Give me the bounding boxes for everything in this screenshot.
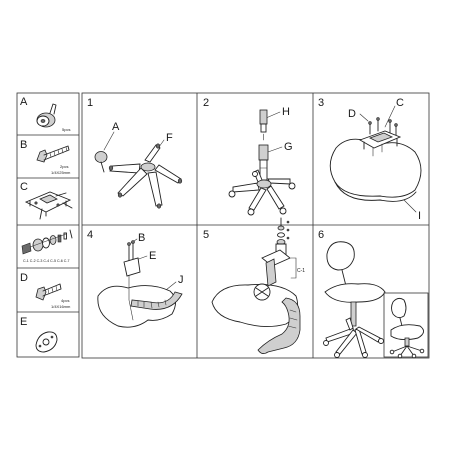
part-d-quantity: 4pcs — [61, 298, 69, 303]
part-a-quantity: 5pcs — [62, 127, 70, 132]
step-4-callout-j: J — [178, 274, 184, 286]
step-5-number: 5 — [203, 229, 209, 241]
steps-grid-frame — [81, 92, 430, 359]
step-5-panel: 5 C-1 — [203, 217, 305, 354]
part-b-quantity: 2pcs — [60, 164, 68, 169]
step-6-panel: 6 — [318, 229, 429, 359]
chair-rear-view-icon — [389, 297, 425, 359]
step-1-callout-a: A — [112, 121, 120, 133]
step-4-callout-e: E — [149, 250, 156, 262]
step-6-number: 6 — [318, 229, 324, 241]
caster-wheel-icon — [94, 151, 108, 173]
part-d-letter: D — [20, 272, 28, 284]
step-3-callout-i: I — [418, 210, 421, 222]
step-4-number: 4 — [87, 229, 93, 241]
step-4-callout-b: B — [138, 232, 145, 244]
part-b-cell: B 2pcs 1/4X25mm — [20, 139, 71, 175]
seat-cushion-icon — [329, 138, 422, 202]
part-a-letter: A — [20, 96, 28, 108]
step-1-callout-f: F — [166, 132, 173, 144]
part-c-letter: C — [20, 181, 28, 193]
gas-lift-cylinder-icon — [258, 109, 269, 181]
caster-wheel-icon — [36, 103, 57, 128]
step-4-panel: 4 B E J — [87, 229, 184, 328]
backrest-bar-icon — [130, 291, 183, 310]
part-d-cell: D 4pcs 1/4X16mm — [20, 272, 71, 309]
part-b-size: 1/4X25mm — [51, 170, 71, 175]
assembled-chair-icon — [323, 241, 386, 358]
short-bolt-icon — [35, 283, 62, 301]
five-star-base-icon — [228, 169, 296, 216]
step-2-callout-g: G — [284, 141, 293, 153]
c-subparts-labels: C-1 C-2 C-3 C-4 C-5 C-6 C-7 — [23, 259, 70, 263]
step-1-panel: 1 A F — [87, 97, 183, 209]
exploded-fittings-icon — [21, 229, 73, 255]
step-3-panel: 3 D C I — [318, 97, 422, 222]
part-d-size: 1/4X16mm — [51, 304, 71, 309]
parts-list: A 5pcs B 2pcs 1/4X25mm C — [16, 92, 80, 358]
steps-grid: 1 A F 2 — [81, 92, 430, 359]
c-subparts-cell: C-1 C-2 C-3 C-4 C-5 C-6 C-7 — [21, 229, 73, 263]
part-b-letter: B — [20, 139, 27, 151]
step-1-number: 1 — [87, 97, 93, 109]
step-2-panel: 2 H G — [203, 97, 296, 216]
part-e-cell: E — [20, 316, 58, 353]
step-3-number: 3 — [318, 97, 324, 109]
part-c-cell: C — [20, 181, 73, 220]
mounting-bracket-icon — [35, 331, 58, 353]
seat-mechanism-icon — [24, 191, 73, 220]
part-a-cell: A 5pcs — [20, 96, 70, 132]
step-2-number: 2 — [203, 97, 209, 109]
bracket-and-bolts-icon — [123, 240, 141, 321]
step-2-callout-h: H — [282, 106, 290, 118]
inset-view-frame — [383, 292, 429, 359]
part-e-letter: E — [20, 316, 27, 328]
seat-mechanism-icon — [358, 117, 402, 157]
exploded-knob-stack-icon — [275, 217, 290, 257]
step-3-callout-d: D — [348, 108, 356, 120]
seat-and-backrest-icon — [211, 249, 301, 354]
five-star-base-icon — [108, 143, 183, 209]
long-bolt-icon — [36, 145, 70, 163]
step-5-callout-c1: C-1 — [297, 268, 305, 274]
step-3-callout-c: C — [396, 97, 404, 109]
